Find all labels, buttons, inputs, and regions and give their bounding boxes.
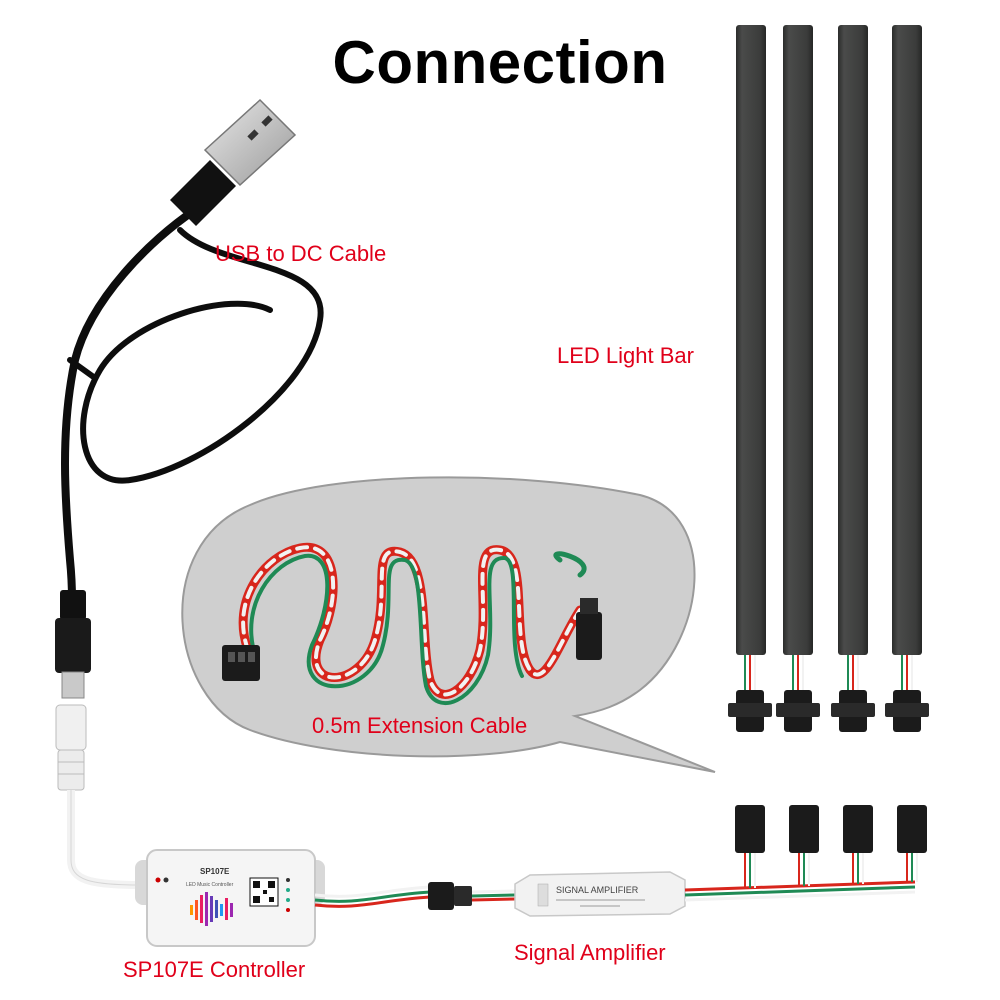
dc-plug-female [55, 704, 141, 889]
output-connector-2 [789, 805, 819, 886]
usb-cable-label: USB to DC Cable [215, 241, 387, 266]
amplifier-device: SIGNAL AMPLIFIER [514, 871, 686, 917]
page-title: Connection [332, 29, 668, 96]
controller-model-text: SP107E [200, 867, 230, 876]
dc-plug-male [55, 590, 91, 699]
amplifier-label-text: SIGNAL AMPLIFIER [556, 885, 639, 895]
controller-subtitle-text: LED Music Controller [186, 882, 234, 888]
amplifier-input-connector [428, 882, 516, 910]
led-light-bar-label: LED Light Bar [557, 343, 694, 368]
signal-amplifier-label: Signal Amplifier [514, 940, 666, 965]
led-bar-1 [728, 25, 772, 732]
controller-output-wire [314, 885, 431, 908]
extension-connector-male [576, 598, 602, 660]
extension-cable [238, 542, 587, 706]
output-connector-4 [897, 805, 927, 882]
controller-label: SP107E Controller [123, 957, 306, 982]
extension-connector-female [222, 645, 260, 681]
led-bar-4 [885, 25, 929, 732]
usb-plug [170, 98, 297, 226]
output-connector-3 [843, 805, 873, 884]
led-bar-2 [776, 25, 820, 732]
led-bar-3 [831, 25, 875, 732]
controller-device: SP107E LED Music Controller [135, 849, 325, 947]
sound-wave-logo [190, 892, 233, 926]
usb-cable [61, 206, 324, 604]
extension-cable-label: 0.5m Extension Cable [312, 713, 528, 738]
output-connector-1 [735, 805, 765, 888]
